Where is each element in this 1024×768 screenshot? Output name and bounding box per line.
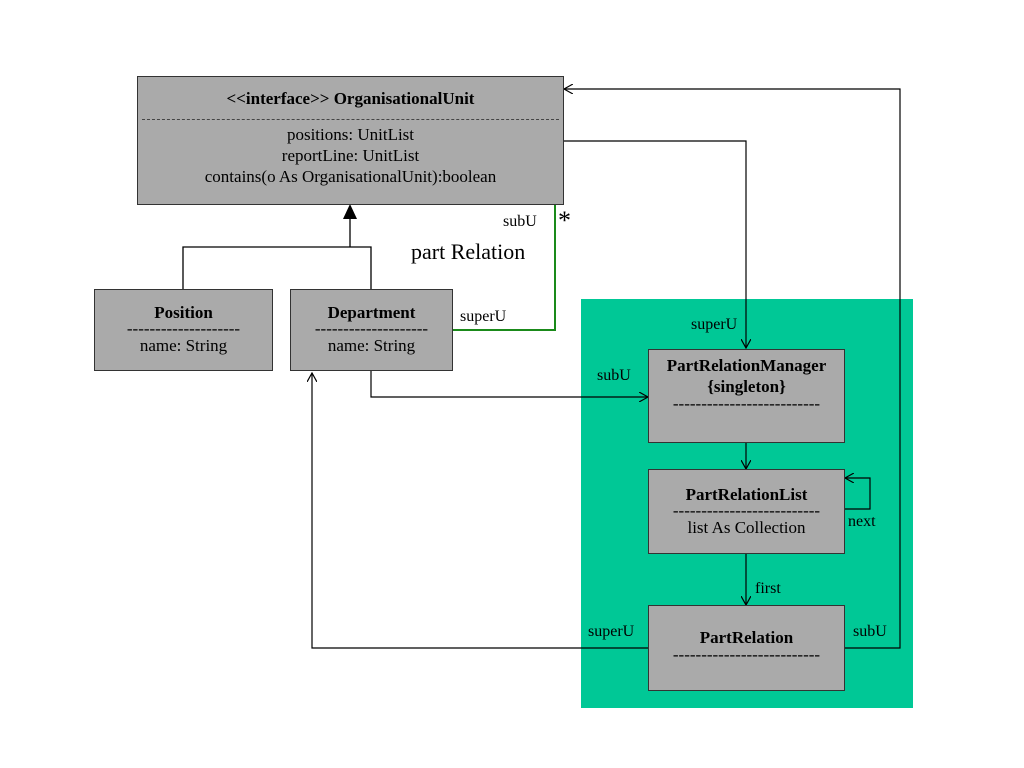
list-attribute-collection: list As Collection [687, 518, 806, 537]
label-superU-department: superU [460, 308, 507, 325]
interface-attribute-positions: positions: UnitList [286, 125, 415, 144]
list-separator: -------------------------- [672, 501, 821, 520]
manager-title: PartRelationManager [666, 356, 827, 375]
position-attribute-name: name: String [139, 336, 228, 355]
manager-separator: -------------------------- [672, 394, 821, 413]
department-separator: -------------------- [314, 319, 429, 338]
part-relation-list-box: PartRelationList -----------------------… [648, 469, 845, 554]
relation-separator: -------------------------- [672, 645, 821, 664]
label-superU-relation: superU [588, 623, 635, 640]
department-to-manager-connector [370, 371, 648, 397]
position-title: Position [154, 303, 213, 322]
label-part-relation: part Relation [411, 239, 526, 264]
label-subU-manager: subU [597, 367, 631, 384]
organisational-unit-interface-box: <<interface>> OrganisationalUnit positio… [137, 76, 564, 205]
interface-separator [142, 119, 559, 120]
label-multiplicity-star: * [558, 206, 571, 235]
label-next: next [848, 513, 876, 530]
part-relation-manager-box: PartRelationManager {singleton} --------… [648, 349, 845, 443]
position-class-box: Position -------------------- name: Stri… [94, 289, 273, 371]
interface-title: <<interface>> OrganisationalUnit [226, 89, 475, 108]
inheritance-line [182, 246, 372, 289]
interface-method-contains: contains(o As OrganisationalUnit):boolea… [204, 167, 497, 186]
label-subU-interface: subU [503, 213, 537, 230]
manager-stereotype: {singleton} [707, 377, 786, 396]
relation-to-department-connector [312, 373, 648, 649]
label-superU-manager: superU [691, 316, 738, 333]
interface-to-manager-connector [564, 140, 746, 348]
part-relation-box: PartRelation -------------------------- [648, 605, 845, 691]
list-title: PartRelationList [685, 485, 808, 504]
interface-attribute-reportline: reportLine: UnitList [281, 146, 420, 165]
department-attribute-name: name: String [327, 336, 416, 355]
position-separator: -------------------- [126, 319, 241, 338]
list-self-loop-connector [845, 478, 871, 510]
inheritance-triangle-icon [343, 204, 357, 219]
part-relation-association-line [453, 205, 556, 331]
department-title: Department [327, 303, 416, 322]
department-class-box: Department -------------------- name: St… [290, 289, 453, 371]
relation-to-interface-connector [564, 89, 901, 649]
label-subU-relation: subU [853, 623, 887, 640]
relation-title: PartRelation [699, 628, 794, 647]
label-first: first [755, 580, 781, 597]
